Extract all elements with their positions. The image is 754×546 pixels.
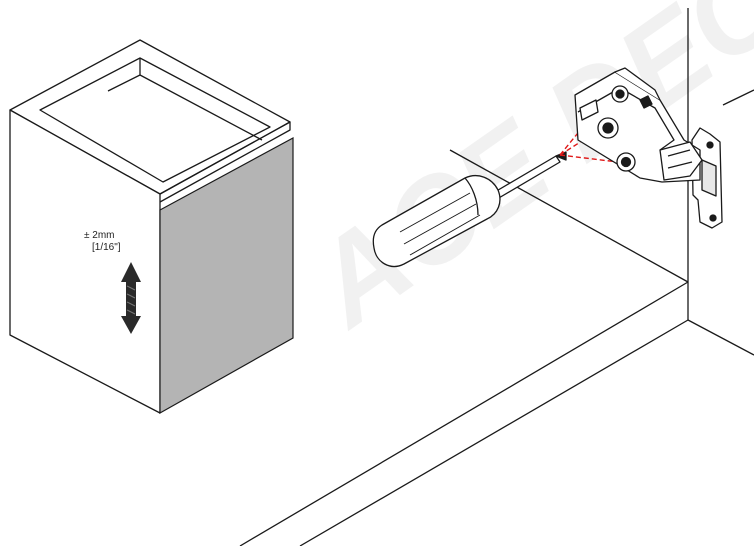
door-panel <box>159 136 294 415</box>
shelf-front-edge <box>239 281 689 546</box>
tolerance-inch-label: [1/16"] <box>92 242 121 253</box>
screwdriver-icon <box>372 151 567 268</box>
cabinet-interior-lines <box>239 8 754 546</box>
cabinet-box <box>9 39 291 414</box>
double-headed-vertical-arrow-icon <box>121 262 141 334</box>
tolerance-mm-label: ± 2mm <box>84 230 115 241</box>
cabinet-back-edge <box>687 319 754 356</box>
shelf-lower-edge <box>299 319 689 546</box>
cabinet-opening <box>39 57 271 183</box>
concealed-hinge-icon <box>574 67 723 229</box>
shelf-back-edge <box>449 149 689 283</box>
